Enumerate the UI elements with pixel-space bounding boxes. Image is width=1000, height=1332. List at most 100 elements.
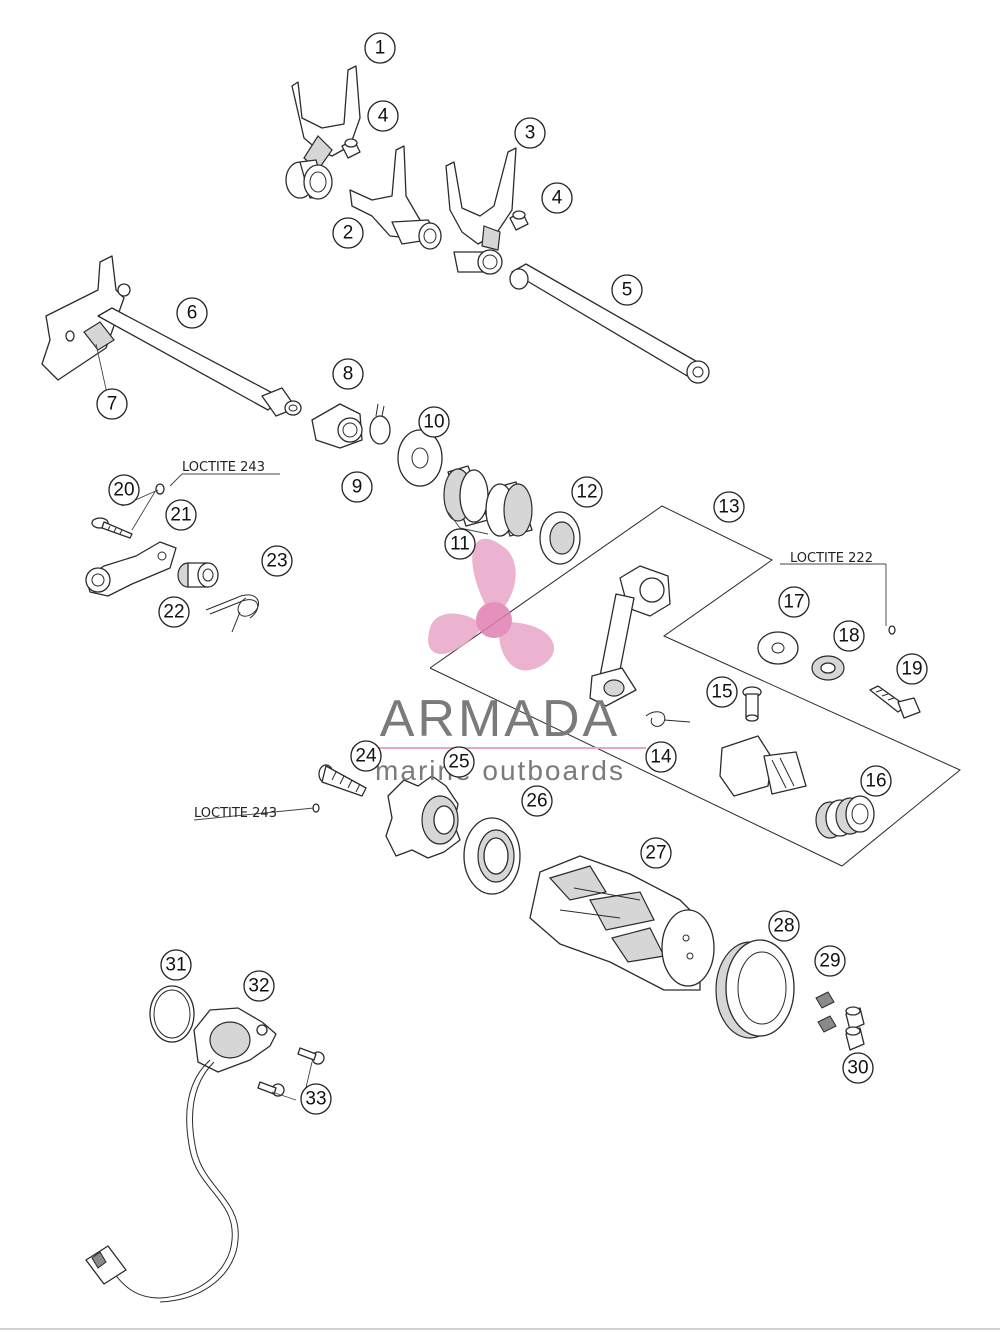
- svg-text:32: 32: [248, 976, 269, 997]
- callout-26: 26: [521, 785, 553, 817]
- shift-fork-2: [349, 145, 442, 250]
- svg-text:26: 26: [526, 791, 547, 812]
- screw-24: [312, 764, 367, 813]
- callout-30: 30: [842, 1052, 874, 1084]
- bushing-22: [177, 562, 219, 588]
- callout-27: 27: [640, 837, 672, 869]
- svg-text:19: 19: [901, 659, 922, 680]
- svg-text:23: 23: [266, 551, 287, 572]
- shift-shaft-6: [41, 255, 302, 417]
- callout-33: 33: [300, 1083, 332, 1115]
- callout-11: 11: [444, 528, 476, 560]
- fork-shaft-5: [509, 263, 710, 384]
- svg-text:31: 31: [165, 955, 186, 976]
- callout-16: 16: [860, 765, 892, 797]
- svg-text:11: 11: [450, 534, 470, 555]
- svg-text:6: 6: [187, 303, 198, 324]
- callout-17: 17: [778, 586, 810, 618]
- svg-text:12: 12: [576, 482, 597, 503]
- callout-32: 32: [243, 970, 275, 1002]
- detent-16: [719, 735, 875, 839]
- callout-7: 7: [96, 388, 128, 420]
- svg-text:10: 10: [423, 412, 444, 433]
- svg-text:1: 1: [375, 38, 386, 59]
- svg-text:2: 2: [343, 223, 354, 244]
- svg-text:7: 7: [107, 394, 118, 415]
- shift-star-25: [385, 775, 461, 859]
- gear-sensor-32: [85, 1007, 277, 1303]
- svg-text:17: 17: [783, 592, 804, 613]
- svg-text:15: 15: [711, 682, 732, 703]
- callout-20: 20: [108, 474, 140, 506]
- callout-12: 12: [571, 476, 603, 508]
- dowel-30: [845, 1006, 865, 1051]
- spring-14: [645, 711, 691, 727]
- washer-7: [83, 321, 115, 351]
- svg-text:3: 3: [525, 123, 536, 144]
- svg-text:22: 22: [163, 602, 184, 623]
- callout-29: 29: [814, 945, 846, 977]
- callout-31: 31: [160, 949, 192, 981]
- loctite-222: LOCTITE 222: [790, 551, 873, 566]
- washer-17: [757, 631, 799, 665]
- callout-6: 6: [176, 297, 208, 329]
- shift-fork-1: [285, 65, 361, 200]
- seal-ring-12: [539, 511, 581, 565]
- callout-10: 10: [418, 406, 450, 438]
- needle-bearing-11: [443, 465, 533, 537]
- svg-text:27: 27: [645, 843, 666, 864]
- bearing-26: [463, 817, 521, 895]
- svg-text:33: 33: [305, 1089, 326, 1110]
- callout-3: 3: [514, 117, 546, 149]
- callout-15: 15: [706, 676, 738, 708]
- svg-text:24: 24: [355, 746, 377, 767]
- bearing-ring-28: [715, 939, 795, 1039]
- callout-25: 25: [443, 746, 475, 778]
- watermark-brand: ARMADA: [380, 690, 620, 748]
- loctite-243-upper: LOCTITE 243: [182, 460, 265, 475]
- svg-text:21: 21: [170, 505, 191, 526]
- callout-19: 19: [896, 653, 928, 685]
- bottom-rule: [0, 1328, 1000, 1330]
- callout-13: 13: [713, 491, 745, 523]
- callout-9: 9: [341, 471, 373, 503]
- svg-text:18: 18: [838, 626, 859, 647]
- svg-text:4: 4: [378, 106, 389, 127]
- callout-14: 14: [645, 741, 677, 773]
- lock-washer-18: [811, 655, 845, 681]
- loctite-243-lower: LOCTITE 243: [194, 806, 277, 821]
- screw-33: [257, 1047, 325, 1097]
- bolt-20: [91, 517, 133, 539]
- shift-quadrant-8: [311, 403, 363, 449]
- shift-drum-27: [529, 855, 715, 991]
- svg-text:13: 13: [718, 497, 739, 518]
- svg-text:9: 9: [352, 477, 363, 498]
- callout-28: 28: [768, 910, 800, 942]
- callout-24: 24: [350, 740, 382, 772]
- callout-8: 8: [332, 358, 364, 390]
- svg-text:8: 8: [343, 364, 354, 385]
- callout-23: 23: [261, 545, 293, 577]
- spring-clip-9: [369, 403, 391, 445]
- svg-text:25: 25: [448, 752, 469, 773]
- callout-21: 21: [165, 499, 197, 531]
- pin-15: [742, 686, 762, 722]
- svg-text:14: 14: [650, 747, 672, 768]
- washer-10: [397, 429, 443, 487]
- callout-18: 18: [833, 620, 865, 652]
- svg-text:5: 5: [622, 280, 633, 301]
- callout-2: 2: [332, 217, 364, 249]
- lock-bead-21: [155, 483, 165, 495]
- set-screw-29: [815, 991, 837, 1033]
- bolt-19: [869, 625, 921, 719]
- svg-text:20: 20: [113, 480, 134, 501]
- svg-text:30: 30: [847, 1058, 868, 1079]
- torsion-spring-23: [205, 594, 259, 633]
- group-outline-13: [429, 505, 961, 867]
- watermark-tagline: marine outboards: [375, 755, 625, 786]
- armada-logo: [428, 538, 554, 671]
- callout-1: 1: [364, 32, 396, 64]
- svg-text:16: 16: [865, 771, 886, 792]
- callout-4b: 4: [541, 182, 573, 214]
